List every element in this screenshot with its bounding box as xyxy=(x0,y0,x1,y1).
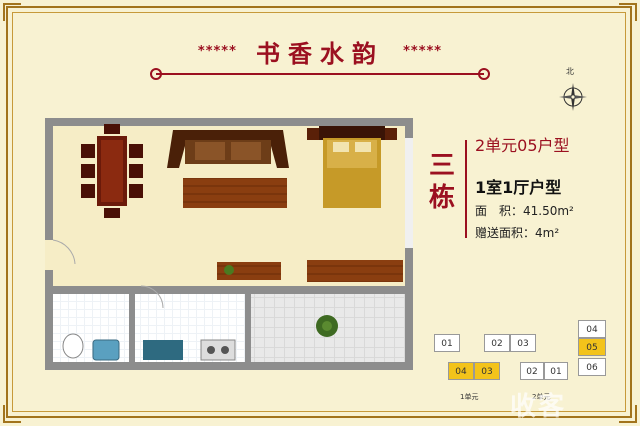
title-underline xyxy=(156,73,484,75)
watermark: 收客 xyxy=(510,392,567,422)
plant-icon xyxy=(224,265,234,275)
unit2-label: 2单元 xyxy=(532,393,551,401)
frame-corner-ornament xyxy=(3,405,21,423)
key-plan-cell: 06 xyxy=(578,358,606,376)
outer-frame xyxy=(6,6,632,418)
bonus-area-value: 4m² xyxy=(535,226,560,240)
key-plan-cell: 03 xyxy=(510,334,536,352)
tv-cabinet xyxy=(217,262,281,280)
bed xyxy=(307,126,397,208)
underline-ornament-left xyxy=(150,68,162,80)
toilet-icon xyxy=(62,333,84,359)
compass-icon xyxy=(559,83,587,111)
frame-corner-ornament xyxy=(619,405,637,423)
title-stars-right: ***** xyxy=(403,44,443,59)
key-plan-cell: 05 xyxy=(578,338,606,356)
page-title: 书香水韵 xyxy=(256,39,384,68)
key-plan-cell: 01 xyxy=(434,334,460,352)
building-number: 三 栋 xyxy=(425,150,459,214)
title-stars-left: ***** xyxy=(197,44,237,59)
frame-corner-ornament xyxy=(3,3,21,21)
unit-name: 2单元05户型 xyxy=(475,136,570,155)
floor-area-value: 41.50m² xyxy=(523,204,574,218)
layout-name: 1室1厅户型 xyxy=(475,178,562,197)
building-char-2: 栋 xyxy=(428,183,455,213)
sofa xyxy=(167,130,289,168)
key-plan-cell: 02 xyxy=(520,362,544,380)
bonus-area-row: 赠送面积：4m² xyxy=(475,224,559,241)
underline-ornament-right xyxy=(478,68,490,80)
key-plan-cell: 02 xyxy=(484,334,510,352)
kitchen-sink-icon xyxy=(143,340,183,360)
stove-icon xyxy=(200,339,236,361)
floor-area-label: 面 积： xyxy=(475,204,524,218)
key-plan-cell: 01 xyxy=(544,362,568,380)
frame-corner-ornament xyxy=(619,3,637,21)
key-plan: 01 02 03 04 03 02 01 04 05 06 1单元 2单元 xyxy=(428,316,614,406)
dining-table xyxy=(81,124,143,218)
wardrobe xyxy=(307,260,403,282)
unit-info-panel: 三 栋 2单元05户型 1室1厅户型 面 积：41.50m² 赠送面积：4m² xyxy=(425,130,605,245)
bonus-area-label: 赠送面积： xyxy=(475,226,536,240)
inner-frame xyxy=(12,12,626,412)
key-plan-cell: 04 xyxy=(448,362,474,380)
header: ***** 书香水韵 ***** xyxy=(0,34,640,69)
unit1-label: 1单元 xyxy=(460,393,479,401)
sink-icon xyxy=(92,339,120,361)
floor-plan-drawing xyxy=(45,118,413,370)
building-char-1: 三 xyxy=(428,151,455,181)
coffee-table xyxy=(183,178,287,208)
floor-area-row: 面 积：41.50m² xyxy=(475,202,574,219)
key-plan-cell: 03 xyxy=(474,362,500,380)
compass-north-label: 北 xyxy=(566,67,574,76)
info-divider xyxy=(465,140,467,238)
key-plan-cell: 04 xyxy=(578,320,606,338)
